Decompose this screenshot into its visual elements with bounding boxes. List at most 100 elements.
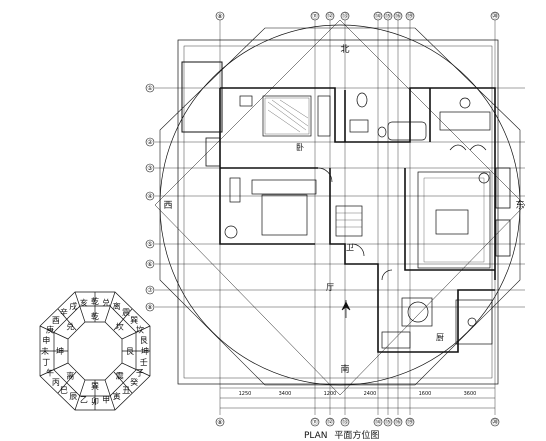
balcony: [181, 61, 223, 133]
axis-bubbles-left: [145, 83, 155, 312]
compass-side-label: 北: [340, 44, 349, 55]
bagua-outer-label: 巳: [60, 386, 68, 395]
sheet-frame-inner: [183, 45, 493, 379]
orientation-diamond: [154, 19, 526, 396]
bagua-outer-label: 亥: [80, 297, 88, 307]
bagua-inner-label: 巽: [91, 382, 99, 391]
room-label: 卧: [296, 143, 304, 152]
axis-label-bottom: ⑫: [327, 418, 333, 426]
coffee-table: [435, 209, 469, 235]
bagua-inner-label: 坎: [116, 321, 124, 331]
axis-label-bottom: ⑬: [342, 418, 348, 426]
bagua-outer-label: 兑: [102, 297, 110, 307]
bagua-outer-label: 辰: [69, 392, 77, 401]
axis-label-bottom: ⑳: [492, 418, 498, 426]
axis-label-left: ①: [147, 85, 152, 92]
column-right: [495, 167, 511, 209]
axis-label-left: ②: [147, 139, 153, 146]
dimension-lines: [220, 387, 495, 409]
axis-label-left: ⑧: [147, 304, 152, 311]
axis-label-top: ⑪: [312, 12, 318, 20]
bed-master: [262, 95, 312, 137]
bagua-outer-label: 子: [136, 369, 144, 378]
bagua-inner-label: 离: [66, 371, 74, 381]
bagua-outer-label: 乙: [80, 396, 88, 405]
bagua-diagram: [39, 291, 151, 411]
room-label: 厨: [436, 333, 444, 342]
compass-side-label: 西: [163, 200, 172, 211]
bagua-outer-label: 离: [113, 301, 121, 311]
plan-caption: PLAN 平面方位图: [304, 428, 383, 441]
dimension-label: 1600: [419, 391, 432, 397]
axis-label-left: ⑥: [147, 261, 152, 268]
bagua-outer-label: 寅: [113, 391, 121, 401]
bagua-outer-label: 乾: [91, 296, 99, 306]
bagua-inner-label: 乾: [91, 311, 99, 321]
axis-label-bottom: ⑮: [385, 418, 391, 426]
axis-label-bottom: ⑭: [375, 418, 381, 426]
axis-label-bottom: ⑧: [217, 419, 222, 426]
bagua-outer-label: 戌: [69, 301, 77, 311]
orientation-octagon: [159, 27, 521, 386]
axis-label-top: ⑯: [395, 12, 401, 20]
bagua-outer-label: 壬: [140, 357, 148, 367]
dimension-label: 3600: [464, 391, 477, 397]
room-label: 厅: [326, 283, 334, 292]
axis-label-top: ⑲: [407, 12, 413, 20]
axis-label-bottom: ⑲: [407, 418, 413, 426]
bagua-outer-label: 申: [42, 335, 50, 345]
bagua-outer-label: 丁: [42, 358, 50, 367]
axis-label-top: ⑫: [327, 12, 333, 20]
bagua-outer-label: 震: [122, 308, 130, 317]
bathtub: [387, 121, 427, 141]
bagua-outer-label: 癸: [130, 377, 138, 387]
axis-label-bottom: ⑯: [395, 418, 401, 426]
bagua-outer-label: 庚: [46, 324, 54, 334]
axis-label-top: ⑳: [492, 12, 498, 20]
bagua-outer-label: 午: [46, 368, 54, 378]
dimension-label: 2400: [364, 391, 377, 397]
axis-bubbles-top: [215, 11, 500, 21]
bagua-outer-label: 坤: [141, 346, 149, 356]
axis-label-left: ⑤: [147, 241, 152, 248]
horizontal-axes: [155, 87, 525, 308]
sofa-set: [417, 171, 491, 269]
bagua-outer-label: 酉: [52, 316, 60, 325]
bagua-outer-label: 坎: [136, 324, 144, 334]
axis-label-bottom: ⑪: [312, 418, 318, 426]
column-left: [205, 137, 221, 167]
bagua-outer-label: 甲: [102, 396, 110, 405]
dimension-label: 1250: [239, 391, 252, 397]
column-bottom-right: [495, 219, 511, 257]
dimension-label: 3400: [279, 391, 292, 397]
bagua-outer-label: 辛: [60, 307, 68, 317]
bed-second: [261, 194, 308, 236]
axis-label-top: ⑮: [385, 12, 391, 20]
bagua-outer-label: 丑: [122, 386, 130, 395]
dimension-labels: 1250 3400 1200 2400 1600 3600: [239, 391, 477, 397]
bagua-outer-label: 卯: [91, 397, 99, 406]
axis-label-top: ⑧: [217, 13, 222, 20]
bagua-outer-label: 丙: [52, 378, 60, 387]
bagua-inner-label: 震: [116, 372, 124, 381]
dimension-label: 1200: [324, 391, 337, 397]
axis-label-left: ⑦: [147, 287, 153, 294]
sheet-frame: [177, 39, 499, 385]
axis-label-top: ⑭: [375, 12, 381, 20]
vertical-axes: [219, 20, 496, 415]
axis-label-top: ⑬: [342, 12, 348, 20]
bagua-outer-labels: 乾兑离震巽坎艮坤壬子癸丑寅甲卯乙辰巳丙午丁未申庚酉辛戌亥: [41, 296, 149, 406]
bagua-inner-label: 坤: [56, 346, 64, 356]
compass-side-label: 南: [340, 363, 349, 375]
bagua-outer-label: 巽: [130, 316, 138, 325]
axis-bubbles-bottom: [215, 417, 500, 427]
bagua-inner-label: 兑: [66, 321, 74, 331]
dining-table: [407, 301, 429, 323]
study-desk: [439, 111, 491, 131]
caption-code: PLAN: [304, 431, 328, 441]
